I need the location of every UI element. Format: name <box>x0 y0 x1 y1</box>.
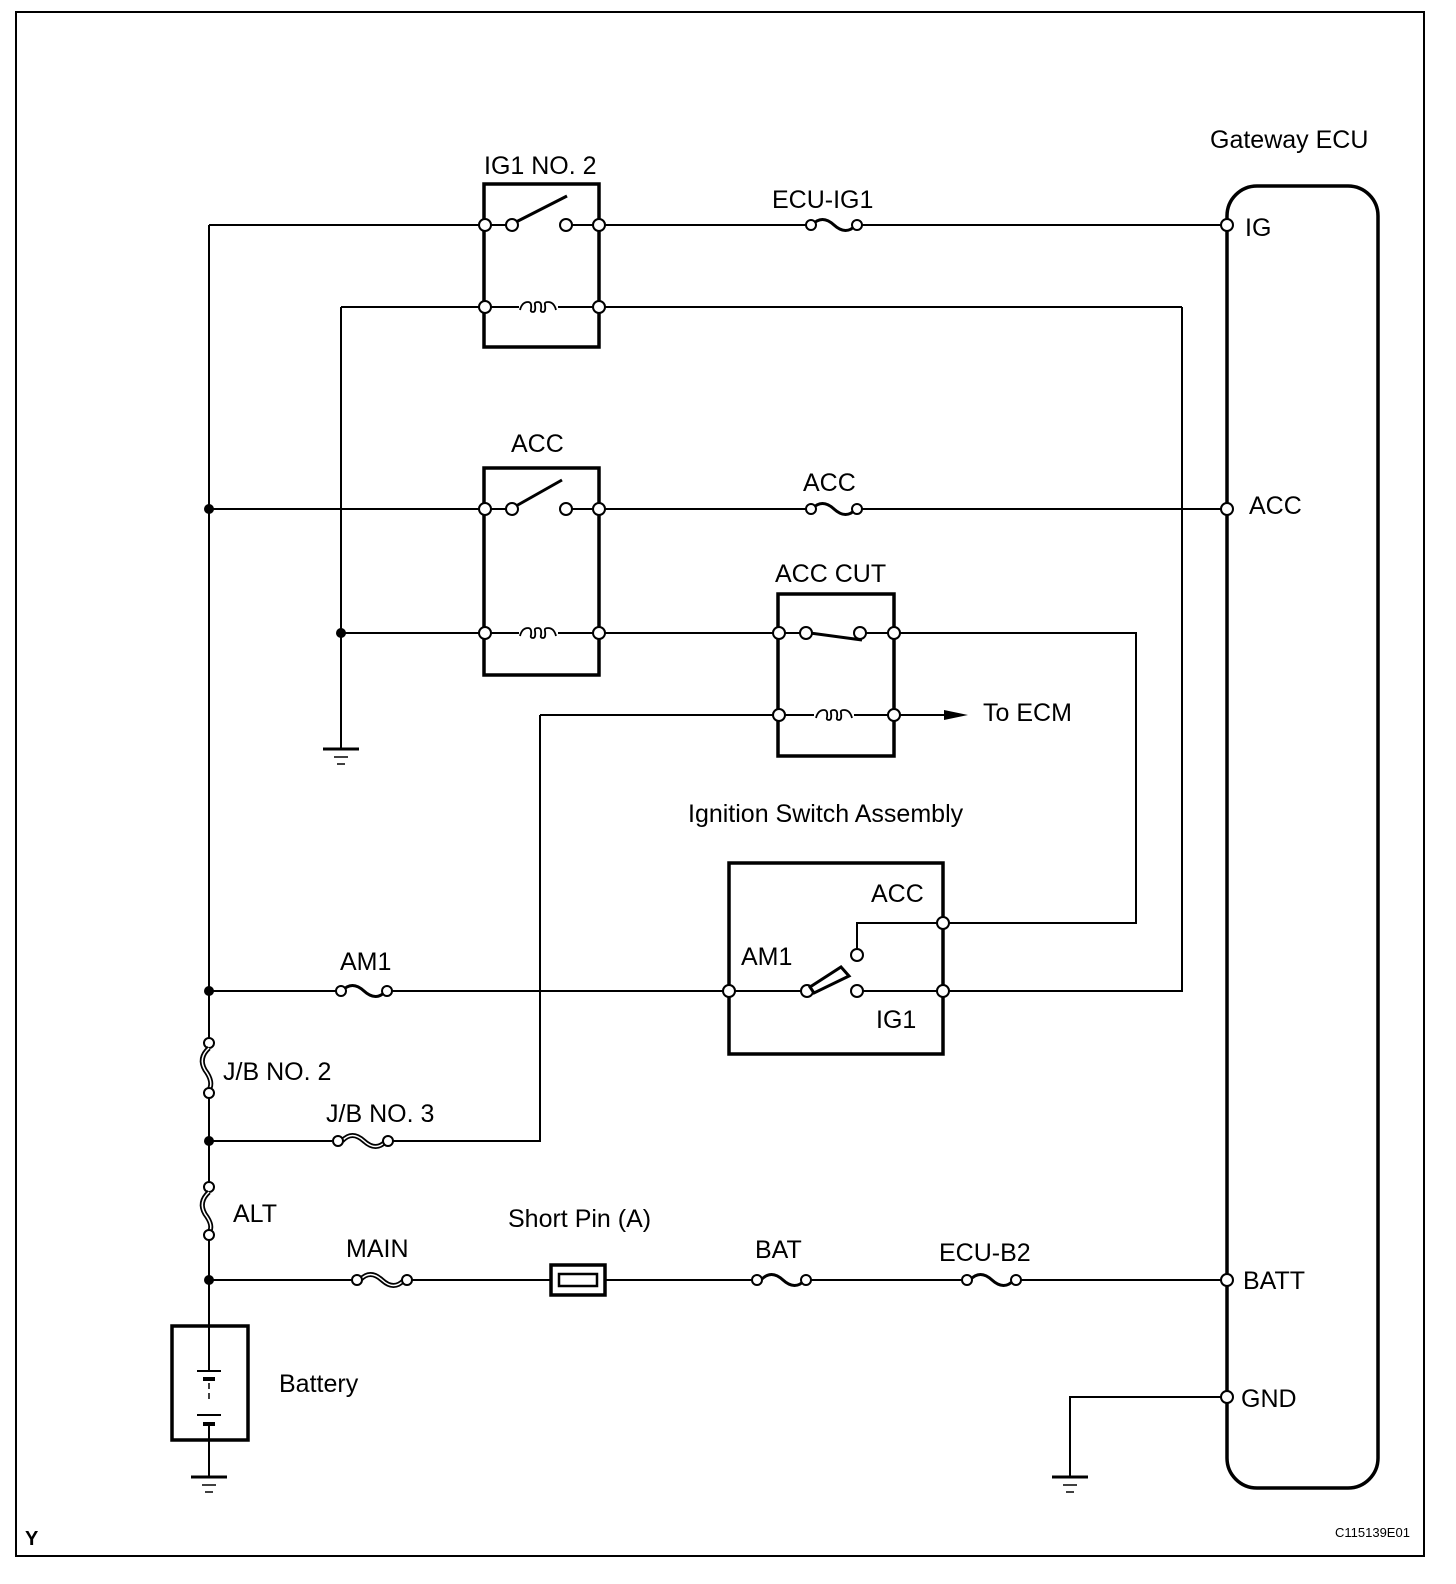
fuse-am1: AM1 <box>209 948 723 998</box>
battery-label: Battery <box>279 1370 359 1398</box>
fuse-jb-no3: J/B NO. 3 <box>209 715 541 1149</box>
fuse-acc-label: ACC <box>803 469 856 497</box>
relay-coil-icon <box>519 627 557 639</box>
relay-acc: ACC <box>209 430 779 677</box>
relay-acc-cut-label: ACC CUT <box>775 560 886 588</box>
ecu-ground <box>1052 1390 1234 1493</box>
battery: Battery <box>170 1280 359 1493</box>
fuse-acc: ACC <box>605 469 1234 516</box>
fuse-icon <box>759 1273 807 1287</box>
ecu-terminal-acc <box>1220 502 1234 516</box>
short-pin-label: Short Pin (A) <box>508 1205 651 1233</box>
relay-switch-blade <box>515 194 568 224</box>
gateway-ecu: Gateway ECU IG ACC BATT GND <box>1210 126 1380 1490</box>
figure-code: C115139E01 <box>1335 1525 1410 1540</box>
fuse-alt-label: ALT <box>233 1200 277 1228</box>
ecu-pin-gnd: GND <box>1241 1385 1297 1413</box>
ign-terminal-am1-label: AM1 <box>741 943 792 971</box>
fuse-jb-no2-label: J/B NO. 2 <box>223 1058 331 1086</box>
ign-terminal-acc-label: ACC <box>871 880 924 908</box>
fuse-main-label: MAIN <box>346 1235 409 1263</box>
ecu-pin-ig: IG <box>1245 214 1271 242</box>
fuse-am1-label: AM1 <box>340 948 391 976</box>
relay-acc-label: ACC <box>511 430 564 458</box>
relay-ig1-no2: IG1 NO. 2 <box>209 152 1182 349</box>
ecu-terminal-ig <box>1220 218 1234 232</box>
to-ecm-label: To ECM <box>983 699 1072 727</box>
fuse-jb-no3-label: J/B NO. 3 <box>326 1100 434 1128</box>
fuse-ecu-b2-label: ECU-B2 <box>939 1239 1031 1267</box>
fuse-bat-label: BAT <box>755 1236 802 1264</box>
ignition-switch-blade <box>807 965 852 995</box>
relay-coil-icon <box>519 301 557 313</box>
gateway-ecu-box <box>1225 184 1380 1490</box>
corner-label: Y <box>25 1528 39 1550</box>
relay-switch-blade <box>809 631 863 642</box>
relay-switch-blade <box>515 478 563 508</box>
ignition-switch-title: Ignition Switch Assembly <box>688 800 964 828</box>
fuse-icon <box>810 218 858 232</box>
relay-ground <box>323 307 359 765</box>
fuse-ecu-ig1: ECU-IG1 <box>605 186 1234 232</box>
ign-terminal-ig1-label: IG1 <box>876 1006 916 1034</box>
junction-dot <box>336 628 346 638</box>
fuse-alt: ALT <box>199 1181 277 1241</box>
gateway-ecu-title: Gateway ECU <box>1210 126 1368 154</box>
relay-acc-cut: ACC CUT To ECM <box>540 560 1137 924</box>
ignition-switch-assembly: Ignition Switch Assembly ACC AM1 IG1 <box>688 307 1183 1056</box>
fuse-jb-no2: J/B NO. 2 <box>199 1037 331 1099</box>
ecu-terminal-batt <box>1220 1273 1234 1287</box>
ecu-terminal-gnd <box>1220 1390 1234 1404</box>
ecu-pin-acc: ACC <box>1249 492 1302 520</box>
ecu-pin-batt: BATT <box>1243 1267 1305 1295</box>
arrow-right-icon <box>944 710 968 720</box>
page-frame <box>15 11 1425 1557</box>
fuse-ecu-ig1-label: ECU-IG1 <box>772 186 873 214</box>
relay-coil-icon <box>815 709 853 721</box>
batt-line: MAIN Short Pin (A) BAT ECU-B2 <box>209 1205 1234 1297</box>
relay-ig1-no2-label: IG1 NO. 2 <box>484 152 597 180</box>
fuse-icon <box>340 984 388 998</box>
fuse-icon <box>968 1273 1016 1287</box>
fuse-icon <box>810 502 858 516</box>
